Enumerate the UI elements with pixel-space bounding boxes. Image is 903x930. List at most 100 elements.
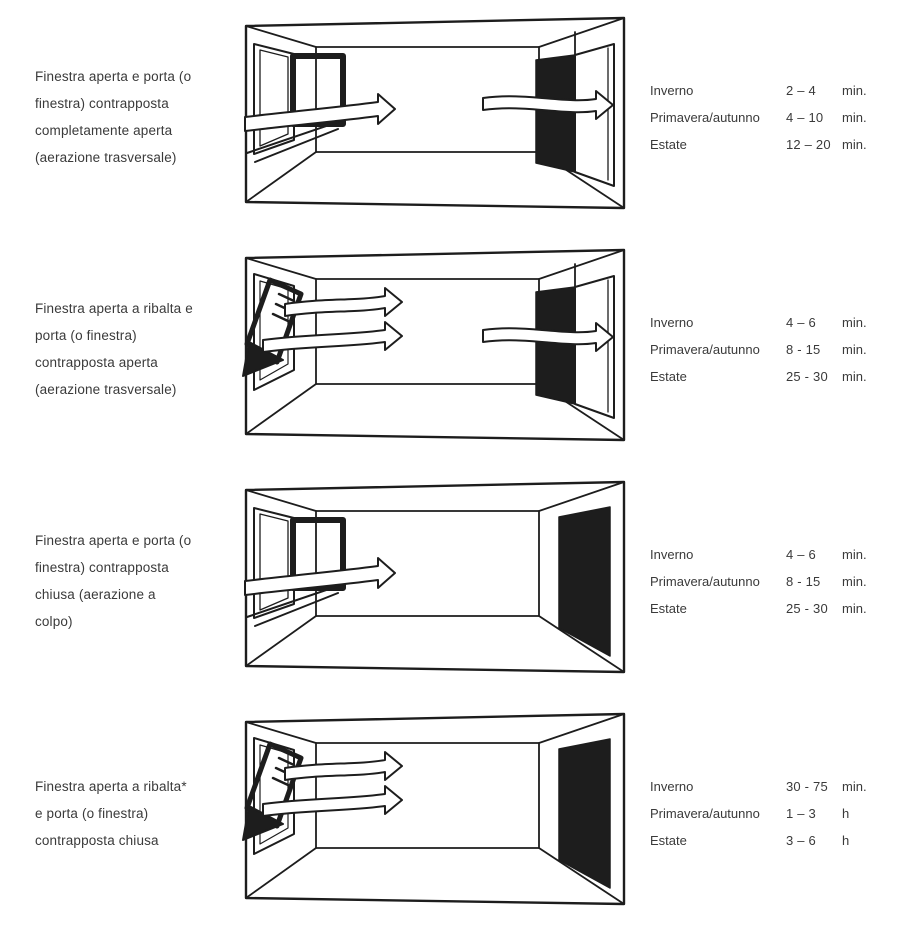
time-unit: h (842, 805, 850, 821)
open-door-icon (535, 31, 615, 187)
description-line: Finestra aperta a ribalta e (35, 301, 193, 316)
scenario-description: Finestra aperta a ribalta* e porta (o fin… (0, 773, 237, 854)
time-row: Primavera/autunno 8 - 15 min. (650, 336, 903, 363)
tilted-window-icon (242, 273, 304, 391)
perspective-edge (538, 481, 625, 512)
description-line: Finestra aperta e porta (o (35, 69, 192, 84)
airflow-arrow-icon (262, 321, 403, 353)
room-diagram (237, 708, 637, 918)
season-label: Inverno (650, 778, 694, 794)
time-range: 4 – 10 (786, 109, 824, 125)
time-unit: min. (842, 573, 867, 589)
open-window-icon (246, 43, 346, 163)
open-door-icon (535, 263, 615, 419)
season-label: Primavera/autunno (650, 573, 760, 589)
perspective-edge (538, 615, 625, 673)
perspective-edge (538, 713, 625, 744)
perspective-edge (245, 847, 317, 899)
room-diagram (237, 244, 637, 454)
perspective-edge (538, 17, 625, 48)
season-label: Primavera/autunno (650, 805, 760, 821)
time-row: Estate 12 – 20 min. (650, 131, 903, 158)
season-label: Estate (650, 600, 687, 616)
season-label: Inverno (650, 82, 694, 98)
time-range: 3 – 6 (786, 832, 816, 848)
time-range: 25 - 30 (786, 600, 828, 616)
back-wall (315, 742, 540, 849)
airflow-arrow-icon (244, 557, 396, 596)
description-line: e porta (o finestra) (35, 805, 149, 821)
season-label: Estate (650, 368, 687, 384)
description-line: Finestra aperta a ribalta* (35, 778, 187, 794)
perspective-edge (245, 25, 317, 48)
time-range: 30 - 75 (786, 778, 828, 794)
scenario-description: Finestra aperta e porta (o finestra) cont… (0, 63, 237, 171)
time-unit: min. (842, 109, 867, 125)
season-label: Estate (650, 832, 687, 848)
ventilation-times: Inverno 30 - 75 min. Primavera/autunno 1 – 3… (637, 773, 903, 854)
open-window-icon (246, 507, 346, 627)
scenario-description: Finestra aperta a ribalta e porta (o fine… (0, 295, 237, 403)
description-line: porta (o finestra) (35, 328, 137, 343)
room-diagram (237, 476, 637, 686)
perspective-edge (538, 249, 625, 280)
description-line: Finestra aperta e porta (o (35, 533, 192, 548)
room-ventilation-diagram (244, 16, 626, 210)
time-unit: min. (842, 136, 867, 152)
room-diagram (237, 12, 637, 222)
airflow-arrow-icon (284, 287, 403, 317)
back-wall (315, 510, 540, 617)
airflow-arrow-icon (482, 90, 614, 120)
closed-door-icon (558, 506, 611, 657)
perspective-edge (538, 847, 625, 905)
perspective-edge (245, 615, 317, 667)
time-row: Primavera/autunno 8 - 15 min. (650, 568, 903, 595)
description-line: chiusa (aerazione a (35, 587, 156, 602)
time-range: 12 – 20 (786, 136, 831, 152)
room-ventilation-diagram (244, 480, 626, 674)
description-line: finestra) contrapposta (35, 96, 169, 111)
time-unit: min. (842, 546, 867, 562)
airflow-arrow-icon (244, 93, 396, 132)
time-unit: min. (842, 368, 867, 384)
scenario-description: Finestra aperta e porta (o finestra) cont… (0, 527, 237, 635)
airflow-arrow-icon (262, 785, 403, 817)
time-range: 8 - 15 (786, 341, 821, 357)
description-line: contrapposta aperta (35, 355, 158, 370)
tilted-window-icon (242, 737, 304, 855)
description-line: (aerazione trasversale) (35, 150, 177, 165)
time-row: Inverno 30 - 75 min. (650, 773, 903, 800)
time-unit: min. (842, 341, 867, 357)
time-unit: min. (842, 600, 867, 616)
perspective-edge (245, 151, 317, 203)
season-label: Primavera/autunno (650, 109, 760, 125)
time-range: 1 – 3 (786, 805, 816, 821)
description-line: completamente aperta (35, 123, 173, 138)
time-unit: min. (842, 82, 867, 98)
time-range: 4 – 6 (786, 546, 816, 562)
season-label: Estate (650, 136, 687, 152)
time-unit: min. (842, 778, 867, 794)
season-label: Primavera/autunno (650, 341, 760, 357)
description-line: contrapposta chiusa (35, 832, 159, 848)
perspective-edge (245, 489, 317, 512)
airflow-arrow-icon (284, 751, 403, 781)
closed-door-icon (558, 738, 611, 889)
description-line: finestra) contrapposta (35, 560, 169, 575)
time-range: 4 – 6 (786, 314, 816, 330)
room-ventilation-diagram (242, 712, 626, 906)
ventilation-scenario-row: Finestra aperta a ribalta* e porta (o fin… (0, 697, 903, 929)
perspective-edge (245, 257, 317, 280)
perspective-edge (245, 721, 317, 744)
description-line: colpo) (35, 614, 73, 629)
perspective-edge (245, 383, 317, 435)
time-range: 8 - 15 (786, 573, 821, 589)
